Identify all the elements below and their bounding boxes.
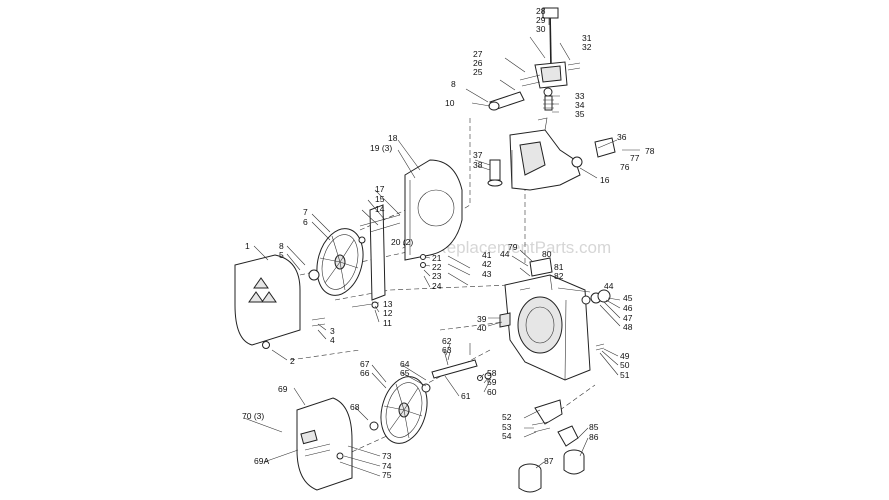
part-label-31: 31 — [582, 33, 592, 43]
part-label-39: 39 — [477, 314, 487, 324]
upper-front-cover — [234, 254, 326, 349]
part-label-68: 68 — [350, 402, 360, 412]
part-label-54: 54 — [502, 431, 512, 441]
upper-wheel-guard — [404, 159, 463, 261]
part-label-16: 16 — [600, 175, 610, 185]
part-label-24: 24 — [432, 281, 442, 291]
part-label-66: 66 — [360, 368, 370, 378]
part-label-64: 64 — [400, 359, 410, 369]
part-label-21: 21 — [432, 253, 442, 263]
part-label-19: 19 (3) — [370, 143, 392, 153]
part-label-75: 75 — [382, 470, 392, 480]
part-label-77: 77 — [630, 153, 640, 163]
lower-shaft — [431, 343, 492, 381]
part-label-30: 30 — [536, 24, 546, 34]
part-label-49: 49 — [620, 351, 630, 361]
part-label-41: 41 — [482, 250, 492, 260]
part-label-78: 78 — [645, 146, 655, 156]
part-label-86: 86 — [589, 432, 599, 442]
part-label-37: 37 — [473, 150, 483, 160]
leader-lines — [243, 18, 640, 477]
part-label-44-top: 44 — [500, 249, 510, 259]
part-label-60: 60 — [487, 387, 497, 397]
part-label-69: 69 — [278, 384, 288, 394]
part-label-38: 38 — [473, 160, 483, 170]
part-label-52: 52 — [502, 412, 512, 422]
part-label-43: 43 — [482, 269, 492, 279]
part-label-6: 6 — [303, 217, 308, 227]
watermark-text: eReplacementParts.com — [425, 238, 611, 257]
part-label-36: 36 — [617, 132, 627, 142]
upper-wheel — [308, 228, 366, 296]
part-label-13: 13 — [383, 299, 393, 309]
part-label-47: 47 — [623, 313, 633, 323]
frame-post — [359, 204, 401, 301]
part-label-67: 67 — [360, 359, 370, 369]
part-label-5: 5 — [279, 250, 284, 260]
part-label-12: 12 — [383, 308, 393, 318]
part-label-23: 23 — [432, 271, 442, 281]
part-label-17: 17 — [375, 184, 385, 194]
part-label-4: 4 — [330, 335, 335, 345]
part-label-81: 81 — [554, 262, 564, 272]
part-label-69A: 69A — [254, 456, 269, 466]
part-label-53: 53 — [502, 422, 512, 432]
part-labels: 28 29 30 31 32 27 26 25 8 10 33 34 35 18… — [242, 6, 655, 480]
part-label-22: 22 — [432, 262, 442, 272]
part-label-35: 35 — [575, 109, 585, 119]
part-label-15: 15 — [375, 194, 385, 204]
part-label-8-mid: 8 — [279, 241, 284, 251]
part-label-26: 26 — [473, 58, 483, 68]
part-label-18: 18 — [388, 133, 398, 143]
part-label-62: 62 — [442, 336, 452, 346]
part-label-1: 1 — [245, 241, 250, 251]
upper-frame — [487, 117, 616, 191]
part-label-14: 14 — [375, 204, 385, 214]
part-label-29: 29 — [536, 15, 546, 25]
part-label-20: 20 (2) — [391, 237, 413, 247]
part-label-50: 50 — [620, 360, 630, 370]
part-label-59: 59 — [487, 377, 497, 387]
part-label-10: 10 — [445, 98, 455, 108]
part-label-79: 79 — [508, 242, 518, 252]
part-label-65: 65 — [400, 368, 410, 378]
part-label-63: 63 — [442, 345, 452, 355]
part-label-11: 11 — [383, 318, 392, 328]
upper-blade-guide-assembly — [488, 7, 581, 111]
lower-wheel — [369, 376, 431, 444]
part-label-32: 32 — [582, 42, 592, 52]
part-label-45: 45 — [623, 293, 633, 303]
part-label-61: 61 — [461, 391, 471, 401]
part-label-46: 46 — [623, 303, 633, 313]
part-label-80: 80 — [542, 249, 552, 259]
post-hardware — [351, 254, 426, 309]
part-label-7: 7 — [303, 207, 308, 217]
part-label-48: 48 — [623, 322, 633, 332]
part-label-76: 76 — [620, 162, 630, 172]
part-label-25: 25 — [473, 67, 483, 77]
part-label-51: 51 — [620, 370, 630, 380]
part-label-8-top: 8 — [451, 79, 456, 89]
lower-housing — [499, 257, 611, 381]
part-label-85: 85 — [589, 422, 599, 432]
part-label-27: 27 — [473, 49, 483, 59]
part-label-40: 40 — [477, 323, 487, 333]
part-label-82: 82 — [554, 271, 564, 281]
part-label-70: 70 (3) — [242, 411, 264, 421]
part-label-73: 73 — [382, 451, 392, 461]
part-label-58: 58 — [487, 368, 497, 378]
part-label-3: 3 — [330, 326, 335, 336]
dust-port — [518, 399, 585, 493]
part-label-87: 87 — [544, 456, 554, 466]
part-label-42: 42 — [482, 259, 492, 269]
part-label-44-right: 44 — [604, 281, 614, 291]
part-label-28: 28 — [536, 6, 546, 16]
lower-front-cover — [296, 397, 353, 491]
part-label-74: 74 — [382, 461, 392, 471]
part-label-2: 2 — [290, 356, 295, 366]
part-label-34: 34 — [575, 100, 585, 110]
part-label-33: 33 — [575, 91, 585, 101]
